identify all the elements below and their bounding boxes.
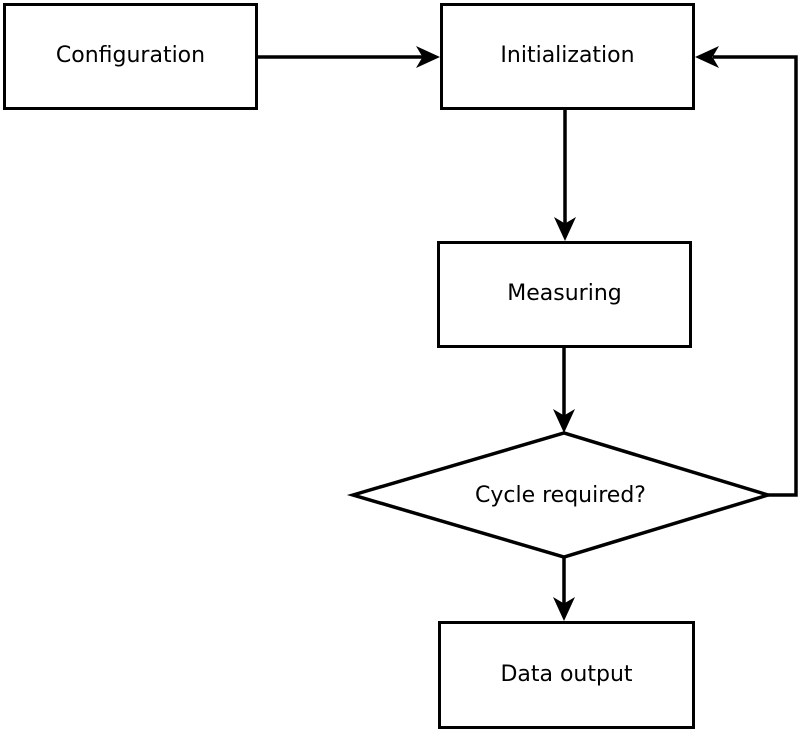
edge-measuring-to-decision — [553, 348, 575, 433]
node-configuration: Configuration — [3, 3, 258, 110]
node-measuring: Measuring — [437, 241, 692, 348]
node-initialization-label: Initialization — [500, 43, 635, 69]
node-configuration-label: Configuration — [55, 43, 206, 69]
node-data-output-label: Data output — [500, 661, 633, 687]
node-initialization: Initialization — [440, 3, 695, 110]
arrowhead-right-icon — [416, 46, 440, 68]
arrowhead-down-icon — [553, 409, 575, 433]
arrowhead-down-icon — [553, 597, 575, 621]
arrowhead-left-icon — [695, 46, 719, 68]
edge-decision-to-initialization-loop — [695, 46, 798, 497]
edge-decision-to-data-output — [553, 557, 575, 621]
node-data-output: Data output — [438, 621, 695, 729]
node-measuring-label: Measuring — [507, 281, 622, 307]
edge-configuration-to-initialization — [258, 46, 440, 68]
edge-initialization-to-measuring — [554, 110, 576, 241]
decision-diamond-shape — [346, 431, 775, 559]
arrowhead-down-icon — [554, 217, 576, 241]
